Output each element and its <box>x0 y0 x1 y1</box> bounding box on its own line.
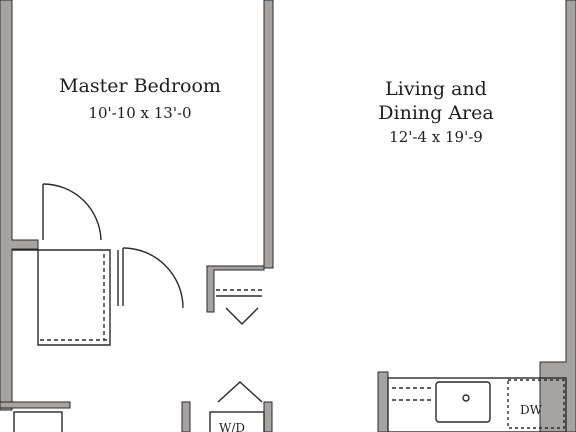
closet-nook-wall <box>206 265 265 313</box>
sink-drain <box>462 394 470 402</box>
left-wall <box>0 0 39 411</box>
kitchen-sink <box>435 381 491 423</box>
closet-door-swing <box>42 183 102 241</box>
hall-wall-right <box>263 401 273 432</box>
fixtures-and-doors <box>12 183 567 432</box>
hall-wall-left <box>181 401 191 432</box>
wd-door-chevron <box>217 381 263 403</box>
bedroom-door-swing <box>122 247 184 309</box>
kitchen-wall <box>377 371 389 432</box>
dishwasher-box <box>507 379 565 429</box>
master-bedroom-dimensions: 10'-10 x 13'-0 <box>88 104 192 122</box>
bath-wall <box>0 401 71 409</box>
bath-fixture <box>13 411 63 432</box>
center-partition-wall <box>263 0 274 269</box>
living-dining-name-line1: Living and <box>385 78 487 100</box>
wd-closet-box <box>209 411 265 432</box>
right-wall <box>539 0 576 432</box>
nook-chevron <box>225 307 259 325</box>
washer-dryer-label: W/D <box>219 421 245 432</box>
dishwasher-label: DW <box>520 403 542 417</box>
living-dining-name-line2: Dining Area <box>378 102 494 124</box>
living-dining-dimensions: 12'-4 x 19'-9 <box>389 128 483 146</box>
master-bedroom-name: Master Bedroom <box>59 75 221 97</box>
kitchen-counter <box>387 377 567 432</box>
closet-outline <box>12 249 111 346</box>
